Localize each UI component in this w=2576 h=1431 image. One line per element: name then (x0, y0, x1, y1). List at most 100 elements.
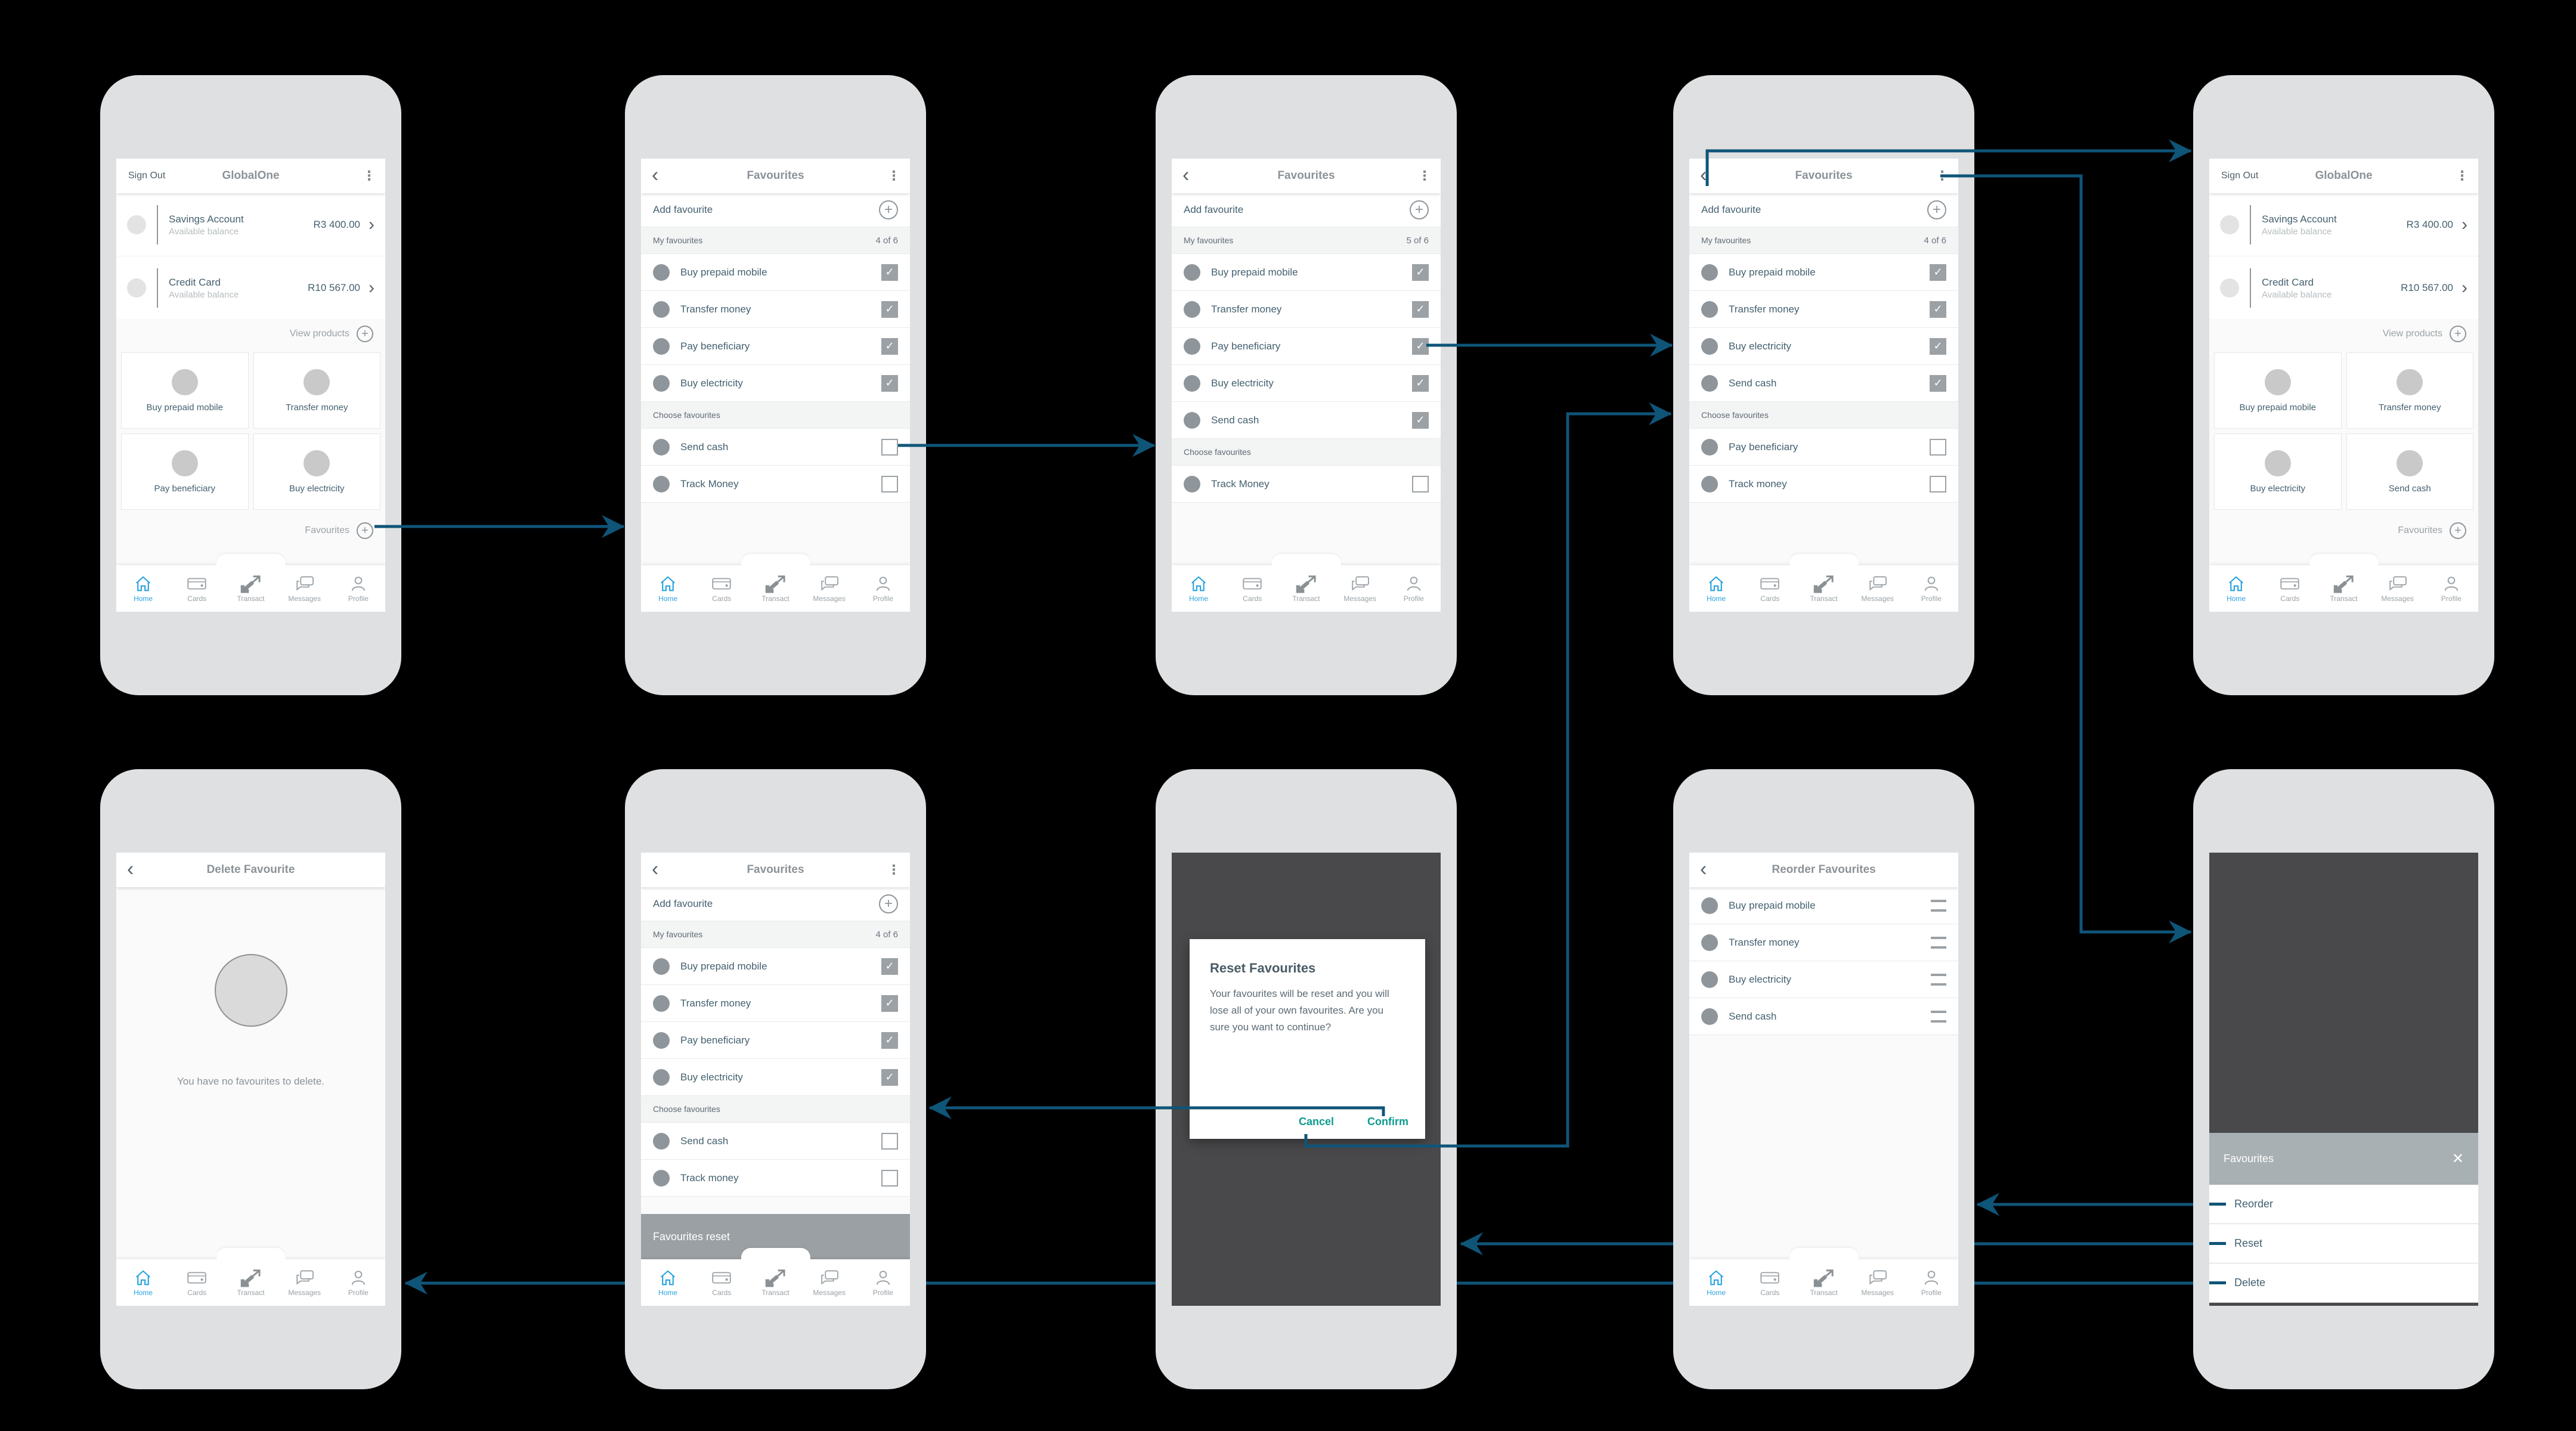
checkbox-checked[interactable]: ✓ (881, 1032, 898, 1049)
back-button[interactable]: ‹ (1182, 163, 1190, 187)
nav-item-home[interactable]: Home (1172, 565, 1225, 612)
nav-item-home[interactable]: Home (641, 565, 695, 612)
nav-item-transact[interactable]: Transact (748, 1259, 802, 1306)
sign-out-button[interactable]: Sign Out (128, 171, 166, 181)
checkbox-checked[interactable]: ✓ (881, 301, 898, 318)
nav-item-home[interactable]: Home (2209, 565, 2263, 612)
favourite-item[interactable]: Track Money✓ (641, 466, 910, 503)
checkbox-checked[interactable]: ✓ (1930, 337, 1946, 355)
favourite-item[interactable]: Transfer money✓ (1172, 291, 1441, 328)
nav-item-profile[interactable]: Profile (856, 565, 910, 612)
nav-item-messages[interactable]: Messages (1851, 1259, 1905, 1306)
tile-buy-electricity[interactable]: Buy electricity (2214, 433, 2342, 510)
confirm-button[interactable]: Confirm (1367, 1116, 1408, 1128)
nav-item-transact[interactable]: Transact (224, 565, 277, 612)
reorder-item[interactable]: Transfer money (1689, 924, 1958, 961)
favourite-item[interactable]: Track Money✓ (1172, 466, 1441, 503)
checkbox-unchecked[interactable]: ✓ (1930, 475, 1946, 493)
back-button[interactable]: ‹ (127, 857, 134, 881)
nav-item-profile[interactable]: Profile (1905, 565, 1958, 612)
favourites-link[interactable]: Favourites + (116, 513, 385, 548)
kebab-menu-icon[interactable]: ⋮ (2456, 168, 2469, 183)
reorder-item[interactable]: Buy prepaid mobile (1689, 887, 1958, 924)
checkbox-unchecked[interactable]: ✓ (881, 438, 898, 456)
checkbox-checked[interactable]: ✓ (1930, 374, 1946, 392)
kebab-menu-icon[interactable]: ⋮ (363, 168, 376, 183)
add-favourite-row[interactable]: Add favourite + (641, 193, 910, 227)
favourite-item[interactable]: Pay beneficiary✓ (1689, 429, 1958, 466)
nav-item-home[interactable]: Home (116, 1259, 170, 1306)
favourite-item[interactable]: Send cash✓ (1172, 402, 1441, 439)
favourite-item[interactable]: Track money✓ (1689, 466, 1958, 503)
favourite-item[interactable]: Buy prepaid mobile✓ (1689, 254, 1958, 291)
add-favourite-row[interactable]: Add favourite + (641, 887, 910, 921)
drag-handle-icon[interactable] (1931, 973, 1946, 986)
nav-item-home[interactable]: Home (1689, 565, 1743, 612)
nav-item-transact[interactable]: Transact (1797, 565, 1850, 612)
back-button[interactable]: ‹ (652, 163, 659, 187)
kebab-menu-icon[interactable]: ⋮ (887, 168, 900, 183)
checkbox-unchecked[interactable]: ✓ (881, 1169, 898, 1187)
checkbox-unchecked[interactable]: ✓ (881, 475, 898, 493)
nav-item-cards[interactable]: Cards (170, 1259, 224, 1306)
nav-item-profile[interactable]: Profile (1905, 1259, 1958, 1306)
back-button[interactable]: ‹ (1700, 163, 1707, 187)
nav-item-home[interactable]: Home (641, 1259, 695, 1306)
account-row-credit[interactable]: Credit Card Available balance R10 567.00… (2209, 256, 2478, 319)
kebab-menu-icon[interactable]: ⋮ (887, 862, 900, 877)
nav-item-profile[interactable]: Profile (1387, 565, 1441, 612)
checkbox-checked[interactable]: ✓ (881, 1068, 898, 1086)
favourites-link[interactable]: Favourites + (2209, 513, 2478, 548)
favourite-item[interactable]: Track money✓ (641, 1160, 910, 1197)
menu-item-delete[interactable]: Delete (2209, 1263, 2478, 1303)
checkbox-checked[interactable]: ✓ (1930, 264, 1946, 281)
account-row-savings[interactable]: Savings Account Available balance R3 400… (116, 193, 385, 256)
close-icon[interactable]: ✕ (2451, 1151, 2464, 1167)
drag-handle-icon[interactable] (1931, 1010, 1946, 1023)
nav-item-home[interactable]: Home (116, 565, 170, 612)
checkbox-unchecked[interactable]: ✓ (881, 1132, 898, 1150)
checkbox-checked[interactable]: ✓ (881, 337, 898, 355)
back-button[interactable]: ‹ (652, 857, 659, 881)
nav-item-messages[interactable]: Messages (1333, 565, 1387, 612)
tile-send-cash[interactable]: Send cash (2346, 433, 2473, 510)
nav-item-messages[interactable]: Messages (1851, 565, 1905, 612)
checkbox-checked[interactable]: ✓ (1412, 411, 1429, 429)
favourite-item[interactable]: Send cash✓ (1689, 365, 1958, 402)
reorder-item[interactable]: Buy electricity (1689, 961, 1958, 998)
favourite-item[interactable]: Buy electricity✓ (1172, 365, 1441, 402)
menu-item-reorder[interactable]: Reorder (2209, 1185, 2478, 1224)
nav-item-messages[interactable]: Messages (803, 1259, 856, 1306)
nav-item-home[interactable]: Home (1689, 1259, 1743, 1306)
cancel-button[interactable]: Cancel (1298, 1116, 1334, 1128)
nav-item-messages[interactable]: Messages (278, 565, 332, 612)
favourite-item[interactable]: Transfer money✓ (1689, 291, 1958, 328)
reorder-item[interactable]: Send cash (1689, 998, 1958, 1035)
nav-item-transact[interactable]: Transact (1279, 565, 1333, 612)
nav-item-profile[interactable]: Profile (2425, 565, 2478, 612)
add-favourite-row[interactable]: Add favourite + (1689, 193, 1958, 227)
favourite-item[interactable]: Buy electricity✓ (641, 365, 910, 402)
drag-handle-icon[interactable] (1931, 899, 1946, 912)
add-favourite-row[interactable]: Add favourite + (1172, 193, 1441, 227)
tile-buy-prepaid-mobile[interactable]: Buy prepaid mobile (2214, 352, 2342, 429)
tile-pay-beneficiary[interactable]: Pay beneficiary (121, 433, 249, 510)
favourite-item[interactable]: Send cash✓ (641, 429, 910, 466)
favourite-item[interactable]: Send cash✓ (641, 1123, 910, 1160)
favourite-item[interactable]: Pay beneficiary✓ (641, 328, 910, 365)
nav-item-profile[interactable]: Profile (332, 1259, 385, 1306)
nav-item-cards[interactable]: Cards (1743, 565, 1797, 612)
view-products-link[interactable]: View products + (116, 319, 385, 349)
nav-item-profile[interactable]: Profile (332, 565, 385, 612)
favourite-item[interactable]: Pay beneficiary✓ (1172, 328, 1441, 365)
nav-item-cards[interactable]: Cards (170, 565, 224, 612)
account-row-credit[interactable]: Credit Card Available balance R10 567.00… (116, 256, 385, 319)
nav-item-transact[interactable]: Transact (1797, 1259, 1850, 1306)
nav-item-cards[interactable]: Cards (695, 565, 748, 612)
nav-item-transact[interactable]: Transact (224, 1259, 277, 1306)
favourite-item[interactable]: Pay beneficiary✓ (641, 1022, 910, 1059)
view-products-link[interactable]: View products + (2209, 319, 2478, 349)
nav-item-messages[interactable]: Messages (278, 1259, 332, 1306)
tile-buy-prepaid-mobile[interactable]: Buy prepaid mobile (121, 352, 249, 429)
checkbox-checked[interactable]: ✓ (1412, 337, 1429, 355)
